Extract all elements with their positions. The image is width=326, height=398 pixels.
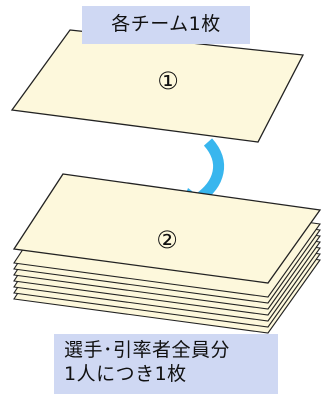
curved-arrow-shaft [194, 138, 224, 204]
individual-label-line2: 1人につき1枚 [64, 362, 187, 385]
individual-label: 選手･引率者全員分 1人につき1枚 [54, 334, 278, 394]
team-sheet: ① [10, 29, 305, 143]
individual-label-line1: 選手･引率者全員分 [64, 339, 231, 361]
individual-sheet-number: ② [156, 226, 178, 254]
team-label-text: 各チーム1枚 [111, 13, 221, 36]
individual-sheet-stack: ② [12, 173, 322, 334]
team-label: 各チーム1枚 [82, 6, 250, 44]
stack-sheet-1 [12, 173, 322, 284]
team-sheet-paper [10, 29, 305, 143]
team-sheet-number: ① [157, 67, 179, 95]
